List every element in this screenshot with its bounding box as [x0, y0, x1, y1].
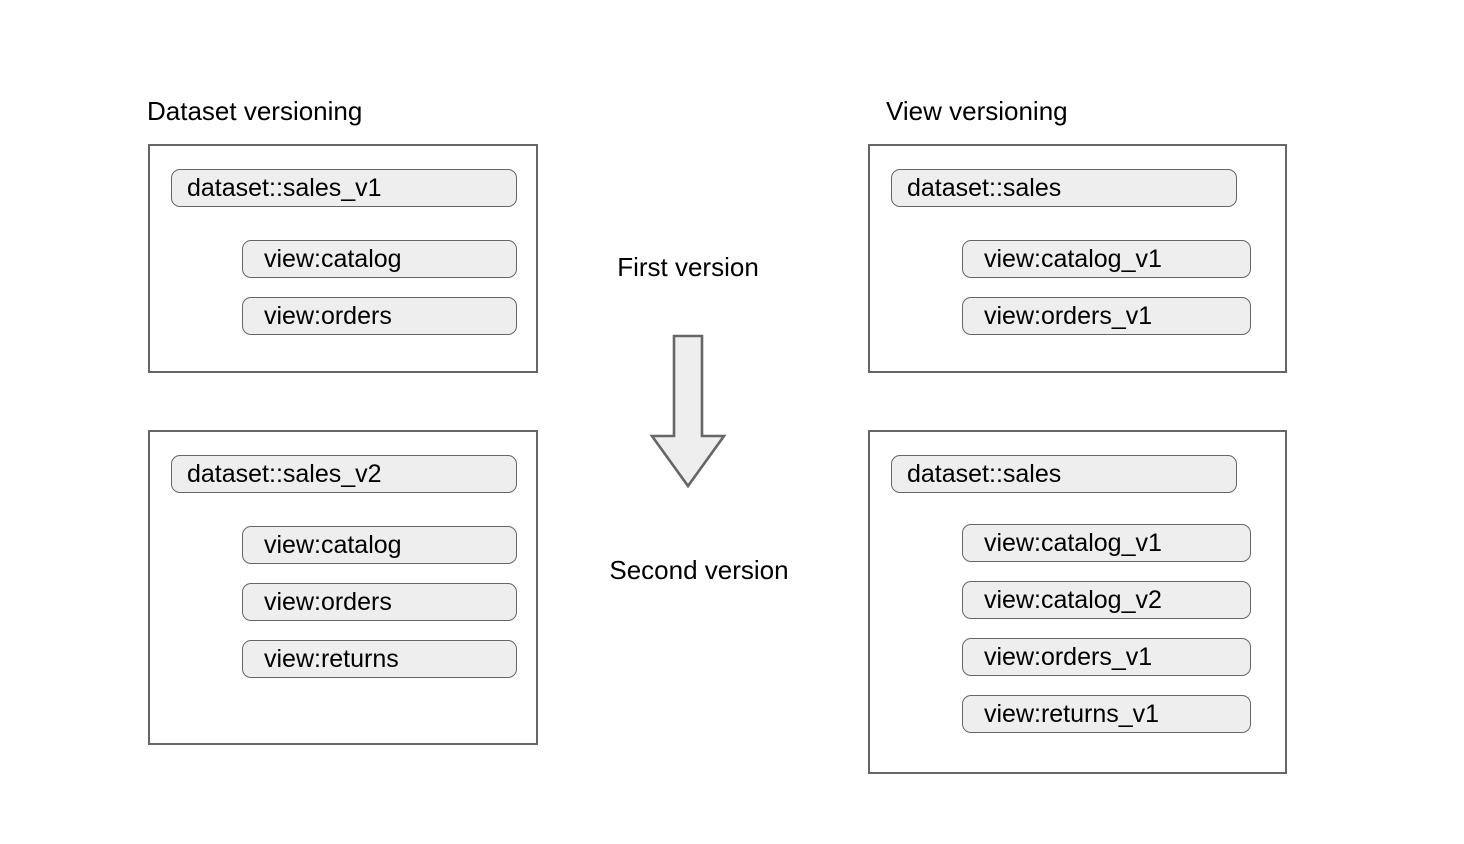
- view-pill[interactable]: view:orders: [242, 583, 517, 621]
- dataset-pill[interactable]: dataset::sales_v2: [171, 455, 517, 493]
- view-pill[interactable]: view:catalog_v1: [962, 524, 1251, 562]
- view-pill[interactable]: view:returns: [242, 640, 517, 678]
- dataset-pill[interactable]: dataset::sales: [891, 169, 1237, 207]
- view-pill[interactable]: view:catalog: [242, 526, 517, 564]
- second-version-label: Second version: [609, 555, 789, 585]
- view-pill[interactable]: view:orders_v1: [962, 297, 1251, 335]
- column-title-dataset-versioning: Dataset versioning: [147, 96, 363, 126]
- view-pill[interactable]: view:orders: [242, 297, 517, 335]
- group-box-view-v2: dataset::sales view:catalog_v1 view:cata…: [868, 430, 1287, 774]
- group-box-dataset-v2: dataset::sales_v2 view:catalog view:orde…: [148, 430, 538, 745]
- dataset-pill[interactable]: dataset::sales: [891, 455, 1237, 493]
- down-arrow-icon: [649, 334, 727, 489]
- group-box-view-v1: dataset::sales view:catalog_v1 view:orde…: [868, 144, 1287, 373]
- first-version-label: First version: [617, 252, 759, 282]
- group-box-dataset-v1: dataset::sales_v1 view:catalog view:orde…: [148, 144, 538, 373]
- view-pill[interactable]: view:catalog_v2: [962, 581, 1251, 619]
- view-pill[interactable]: view:orders_v1: [962, 638, 1251, 676]
- view-pill[interactable]: view:catalog_v1: [962, 240, 1251, 278]
- dataset-pill[interactable]: dataset::sales_v1: [171, 169, 517, 207]
- view-pill[interactable]: view:catalog: [242, 240, 517, 278]
- column-title-view-versioning: View versioning: [886, 96, 1068, 126]
- view-pill[interactable]: view:returns_v1: [962, 695, 1251, 733]
